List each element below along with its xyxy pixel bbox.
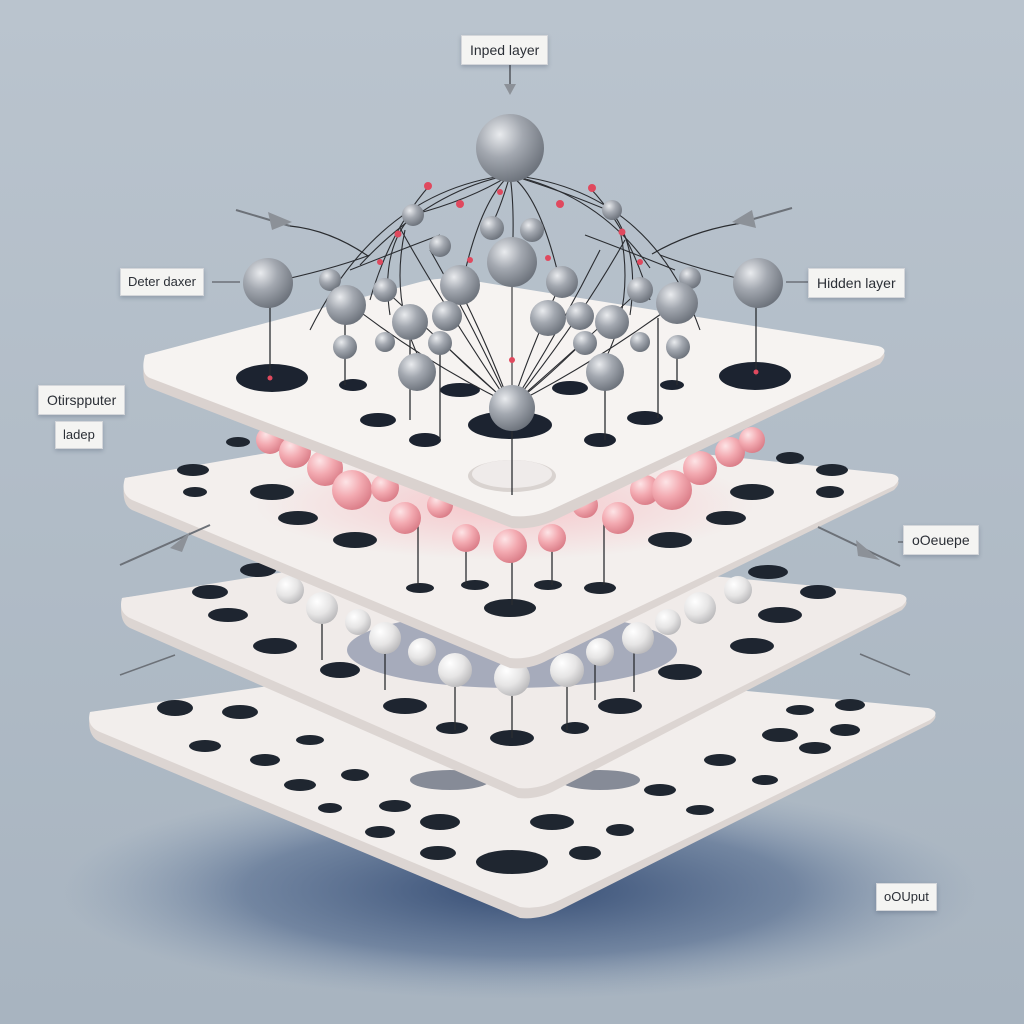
left-output-label-line1: Otirspputer (38, 385, 126, 415)
gray-nodes (243, 114, 783, 431)
output-label: oOUput (876, 883, 937, 911)
left-output-label-line2: ladep (55, 421, 103, 449)
input-node (476, 114, 544, 182)
hidden-layer-label: Hidden layer (808, 268, 905, 298)
arrow-icon (119, 62, 911, 676)
left-layer-label: Deter daxer (120, 268, 204, 296)
input-layer-label: Inped layer (461, 35, 549, 65)
accent-dots (267, 182, 759, 381)
right-middle-label: oOeuepe (903, 525, 979, 555)
light-node-row (276, 576, 752, 738)
